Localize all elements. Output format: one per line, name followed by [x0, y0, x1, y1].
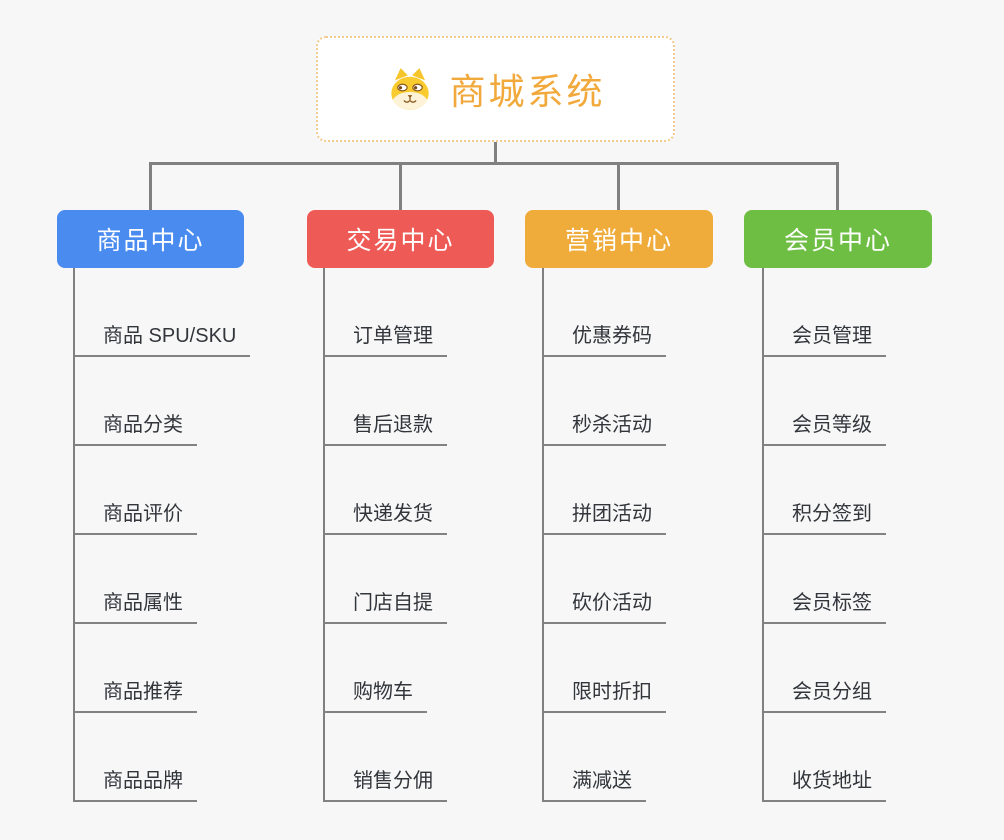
leaf-node[interactable]: 会员管理	[762, 322, 886, 357]
branch-trunk-products	[73, 268, 75, 802]
connector-drop-3	[617, 162, 620, 211]
leaf-node[interactable]: 会员分组	[762, 678, 886, 713]
connector-drop-1	[149, 162, 152, 211]
branch-trunk-trade	[323, 268, 325, 802]
branch-trunk-marketing	[542, 268, 544, 802]
shiba-dog-icon	[391, 68, 430, 110]
root-node[interactable]: 商城系统	[316, 36, 675, 142]
branch-node-marketing[interactable]: 营销中心	[525, 210, 713, 268]
leaf-node[interactable]: 商品分类	[73, 411, 197, 446]
root-title: 商城系统	[449, 71, 606, 112]
leaf-node[interactable]: 商品 SPU/SKU	[73, 322, 251, 357]
connector-drop-2	[399, 162, 402, 211]
connector-root-stub	[494, 142, 497, 163]
leaf-node[interactable]: 会员等级	[762, 411, 886, 446]
branch-node-products[interactable]: 商品中心	[57, 210, 244, 268]
leaf-node[interactable]: 商品评价	[73, 500, 197, 535]
leaf-node[interactable]: 购物车	[323, 678, 427, 713]
leaf-node[interactable]: 收货地址	[762, 767, 886, 802]
leaf-node[interactable]: 快递发货	[323, 500, 447, 535]
leaf-node[interactable]: 砍价活动	[542, 589, 666, 624]
leaf-node[interactable]: 订单管理	[323, 322, 447, 357]
leaf-node[interactable]: 秒杀活动	[542, 411, 666, 446]
branch-node-members[interactable]: 会员中心	[744, 210, 932, 268]
branch-trunk-members	[762, 268, 764, 802]
leaf-node[interactable]: 积分签到	[762, 500, 886, 535]
connector-horizontal-bar	[149, 162, 839, 165]
leaf-node[interactable]: 会员标签	[762, 589, 886, 624]
leaf-node[interactable]: 门店自提	[323, 589, 447, 624]
leaf-node[interactable]: 商品属性	[73, 589, 197, 624]
leaf-node[interactable]: 商品推荐	[73, 678, 197, 713]
connector-drop-4	[836, 162, 839, 211]
leaf-node[interactable]: 限时折扣	[542, 678, 666, 713]
branch-node-trade[interactable]: 交易中心	[307, 210, 494, 268]
leaf-node[interactable]: 拼团活动	[542, 500, 666, 535]
leaf-node[interactable]: 优惠券码	[542, 322, 666, 357]
leaf-node[interactable]: 商品品牌	[73, 767, 197, 802]
leaf-node[interactable]: 销售分佣	[323, 767, 447, 802]
leaf-node[interactable]: 售后退款	[323, 411, 447, 446]
leaf-node[interactable]: 满减送	[542, 767, 646, 802]
